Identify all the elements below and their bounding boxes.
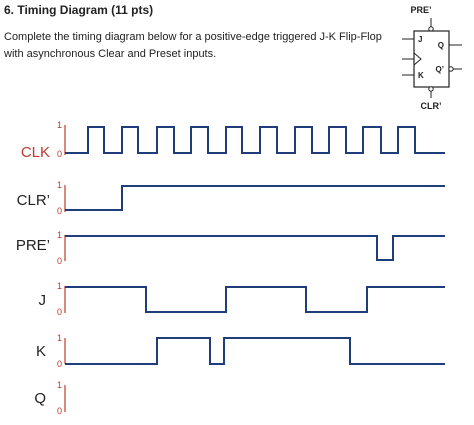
q-level-0: 0 — [57, 406, 62, 416]
j-pin-label: J — [418, 35, 422, 44]
clr-waveform — [65, 185, 445, 211]
clr-level-1: 1 — [57, 180, 62, 190]
j-level-0: 0 — [57, 307, 62, 317]
question-instruction: Complete the timing diagram below for a … — [4, 31, 382, 60]
pre-waveform — [65, 235, 445, 261]
k-waveform — [65, 337, 445, 365]
k-pin-label: K — [418, 71, 424, 80]
j-waveform — [65, 286, 445, 313]
signal-label-j: J — [39, 292, 47, 309]
k-level-1: 1 — [57, 333, 62, 343]
signal-label-pre: PRE’ — [16, 237, 50, 254]
pre-label: PRE’ — [410, 5, 431, 15]
pre-level-0: 0 — [57, 256, 62, 266]
signal-label-q: Q — [34, 390, 46, 407]
q-pin-label: Q — [438, 41, 444, 50]
clr-label: CLR’ — [421, 101, 442, 111]
question-title: 6. Timing Diagram (11 pts) — [4, 3, 154, 17]
j-level-1: 1 — [57, 281, 62, 291]
clk-level-0: 0 — [57, 149, 62, 159]
qn-pin-label: Q’ — [436, 65, 444, 74]
k-level-0: 0 — [57, 359, 62, 369]
q-level-1: 1 — [57, 380, 62, 390]
clk-level-1: 1 — [57, 120, 62, 130]
flipflop-body — [413, 30, 450, 88]
clk-waveform — [65, 126, 445, 154]
jk-flipflop-symbol: PRE’ J K Q Q’ CLR’ — [402, 5, 462, 111]
signal-label-clr: CLR’ — [17, 192, 50, 209]
pre-level-1: 1 — [57, 230, 62, 240]
signal-label-k: K — [36, 343, 46, 360]
clr-level-0: 0 — [57, 206, 62, 216]
clock-input-triangle — [413, 52, 422, 66]
signal-label-clk: CLK — [21, 144, 50, 161]
